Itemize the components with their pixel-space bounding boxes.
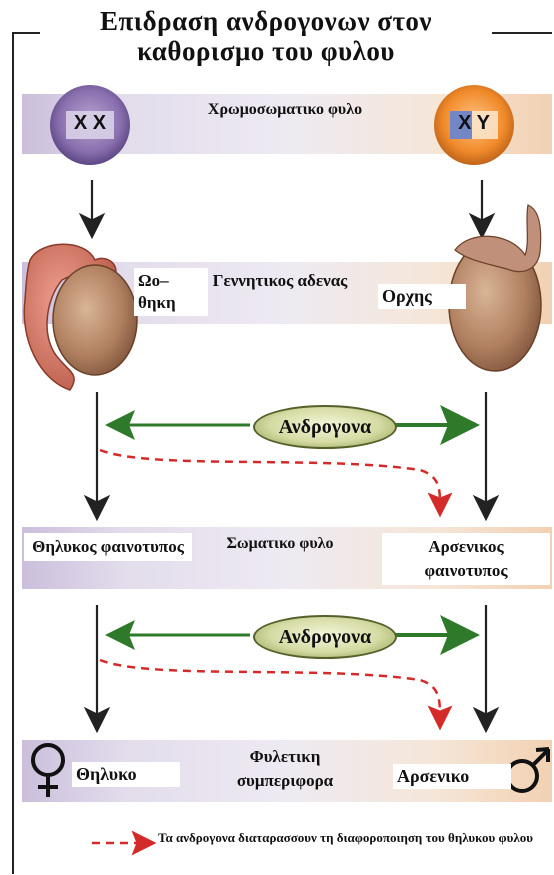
ovary-icon [24,244,137,390]
female-chromosome-label: X X [66,112,114,135]
female-symbol-icon [33,745,63,797]
male-phenotype-label: Αρσενικος φαινοτυπος [382,533,550,585]
chromosomal-sex-label: Χρωμοσωματικο φυλο [200,100,370,120]
female-phenotype-label: Θηλυκος φαινοτυπος [24,533,192,561]
sexual-behavior-label: Φυλετικη συμπεριφορα [205,745,365,793]
male-symbol-icon [507,749,549,791]
androgens-pill: Ανδρογονα [253,615,397,659]
male-chromosome-label: X Y [450,112,498,135]
testis-label: Ορχης [378,284,466,309]
gonad-label: Γεννητικος αδενας [205,270,355,292]
ovary-label: Ωο– θηκη [134,268,208,316]
legend-text: Τα ανδρογονα διαταρασσουν τη διαφοροποιη… [158,830,538,846]
androgens-pill: Ανδρογονα [253,405,397,449]
female-behavior-label: Θηλυκο [72,762,180,787]
somatic-sex-label: Σωματικο φυλο [210,533,350,555]
male-behavior-label: Αρσενικο [393,764,511,789]
